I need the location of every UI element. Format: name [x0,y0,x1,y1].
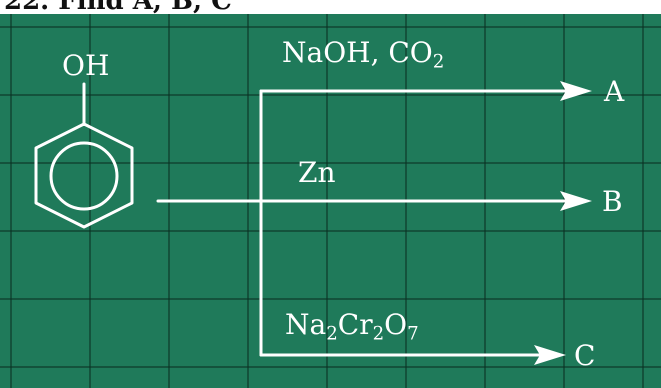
question-heading: 22. Find A, B, C [4,0,232,16]
oh-group-label: OH [62,49,110,82]
arrow-c-head [534,345,566,365]
reagent-middle-label: Zn [298,156,336,189]
reagent-bottom-label: Na2Cr2O7 [285,308,419,345]
arrow-a-head [560,81,592,101]
aromatic-circle [49,141,119,211]
reaction-scheme [34,81,592,365]
benzene-ring [34,122,134,229]
product-a-label: A [604,75,625,108]
reagent-top-label: NaOH, CO2 [282,36,445,73]
chalkboard: OH NaOH, CO2 Zn Na2Cr2O7 A B C [0,14,661,388]
product-c-label: C [574,339,596,372]
arrow-b-head [560,191,592,211]
product-b-label: B [602,185,623,218]
